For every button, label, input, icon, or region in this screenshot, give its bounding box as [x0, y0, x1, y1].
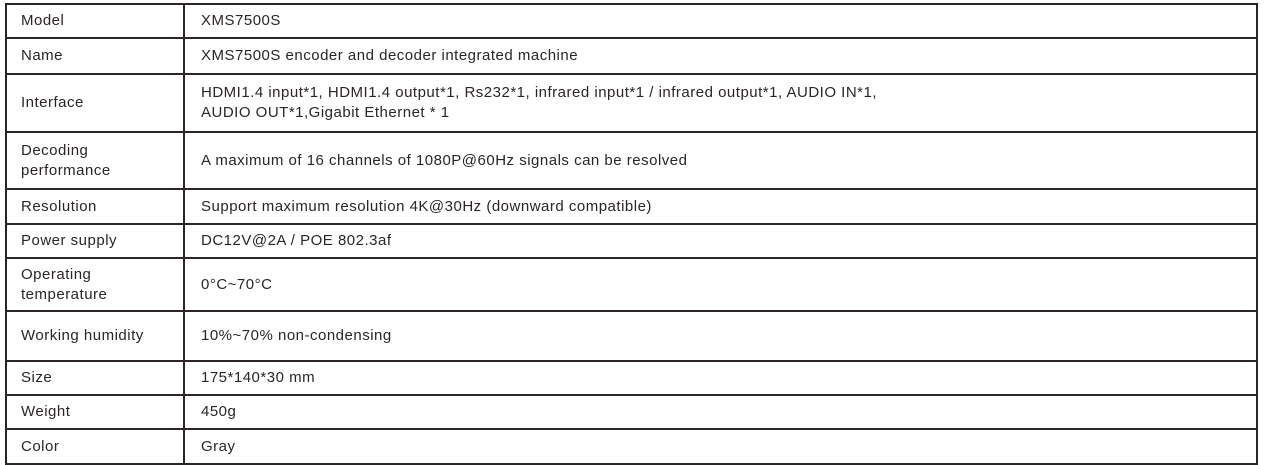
spec-value-operating-temperature: 0°C~70°C — [183, 257, 1258, 312]
table-row-resolution: Resolution Support maximum resolution 4K… — [5, 188, 1258, 225]
spec-label-interface: Interface — [5, 73, 185, 133]
table-row-color: Color Gray — [5, 428, 1258, 465]
spec-table-body: Model XMS7500S Name XMS7500S encoder and… — [5, 3, 1258, 465]
spec-label-size: Size — [5, 360, 185, 396]
spec-label-working-humidity: Working humidity — [5, 310, 185, 362]
spec-value-decoding-performance: A maximum of 16 channels of 1080P@60Hz s… — [183, 131, 1258, 190]
table-row-working-humidity: Working humidity 10%~70% non-condensing — [5, 310, 1258, 362]
spec-label-weight: Weight — [5, 394, 185, 430]
spec-value-name: XMS7500S encoder and decoder integrated … — [183, 37, 1258, 75]
spec-value-power-supply: DC12V@2A / POE 802.3af — [183, 223, 1258, 259]
spec-value-size: 175*140*30 mm — [183, 360, 1258, 396]
spec-label-power-supply: Power supply — [5, 223, 185, 259]
table-row-decoding-performance: Decoding performance A maximum of 16 cha… — [5, 131, 1258, 190]
table-row-operating-temperature: Operating temperature 0°C~70°C — [5, 257, 1258, 312]
table-row-model: Model XMS7500S — [5, 3, 1258, 39]
spec-value-interface: HDMI1.4 input*1, HDMI1.4 output*1, Rs232… — [183, 73, 1258, 133]
spec-label-name: Name — [5, 37, 185, 75]
spec-label-resolution: Resolution — [5, 188, 185, 225]
spec-label-model: Model — [5, 3, 185, 39]
table-row-interface: Interface HDMI1.4 input*1, HDMI1.4 outpu… — [5, 73, 1258, 133]
spec-value-model: XMS7500S — [183, 3, 1258, 39]
spec-table: Model XMS7500S Name XMS7500S encoder and… — [5, 3, 1258, 465]
spec-label-operating-temperature: Operating temperature — [5, 257, 185, 312]
table-row-weight: Weight 450g — [5, 394, 1258, 430]
spec-label-decoding-performance: Decoding performance — [5, 131, 185, 190]
table-row-name: Name XMS7500S encoder and decoder integr… — [5, 37, 1258, 75]
spec-value-color: Gray — [183, 428, 1258, 465]
table-row-power-supply: Power supply DC12V@2A / POE 802.3af — [5, 223, 1258, 259]
spec-value-resolution: Support maximum resolution 4K@30Hz (down… — [183, 188, 1258, 225]
spec-value-working-humidity: 10%~70% non-condensing — [183, 310, 1258, 362]
table-row-size: Size 175*140*30 mm — [5, 360, 1258, 396]
spec-value-weight: 450g — [183, 394, 1258, 430]
spec-label-color: Color — [5, 428, 185, 465]
